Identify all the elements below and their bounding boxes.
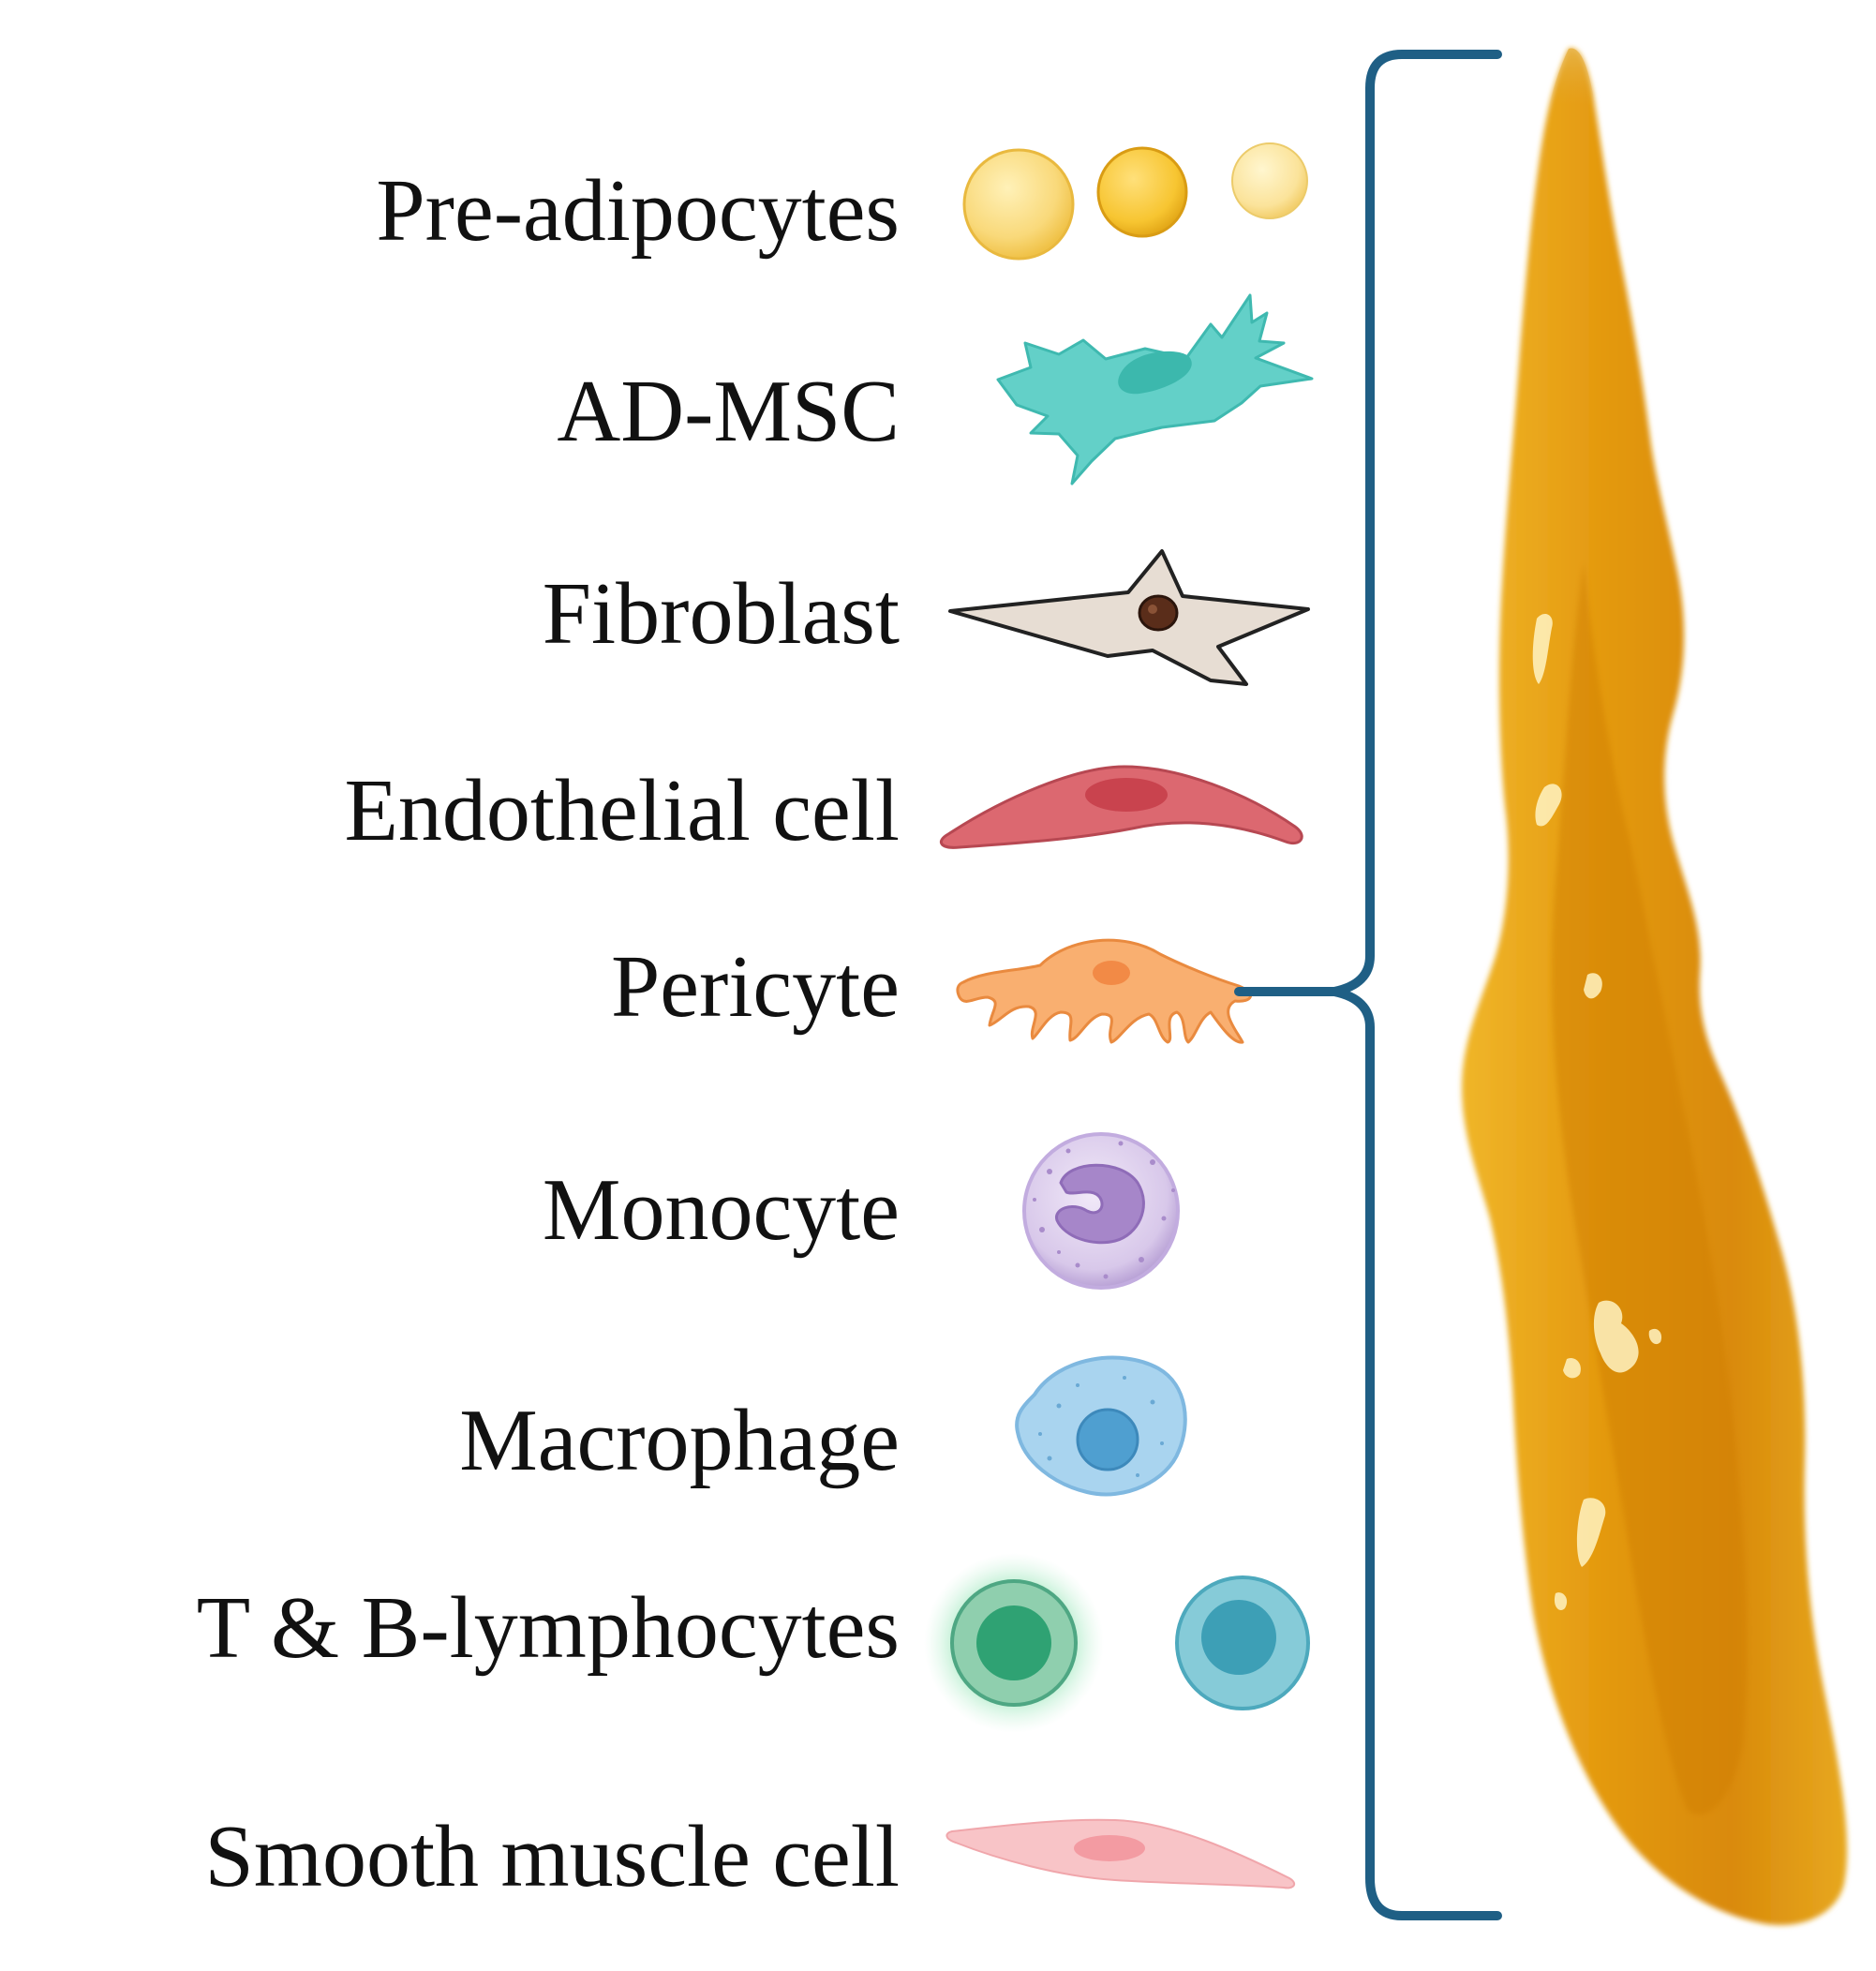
fibroblast-icon (948, 549, 1310, 686)
label-ad-msc: AD-MSC (557, 363, 900, 460)
label-pre-adipocytes: Pre-adipocytes (376, 162, 900, 260)
label-t-b-lymphocytes: T & B-lymphocytes (196, 1579, 900, 1677)
label-macrophage: Macrophage (459, 1392, 900, 1489)
label-fibroblast: Fibroblast (542, 565, 900, 663)
endothelial-cell-icon (939, 765, 1303, 849)
label-pericyte: Pericyte (611, 938, 900, 1036)
adipose-tissue-sample (1462, 48, 1848, 1926)
smooth-muscle-cell-icon (945, 1818, 1296, 1889)
pericyte-icon (956, 938, 1252, 1044)
pre-adipocytes-icon (962, 142, 1308, 261)
monocyte-icon (1022, 1132, 1180, 1290)
ad-msc-icon (996, 293, 1314, 485)
grouping-bracket (1234, 50, 1502, 1920)
lymphocytes-icon (924, 1553, 1310, 1733)
label-smooth-muscle-cell: Smooth muscle cell (204, 1808, 900, 1905)
label-endothelial-cell: Endothelial cell (344, 762, 900, 859)
macrophage-icon (1015, 1355, 1187, 1497)
label-monocyte: Monocyte (542, 1161, 900, 1259)
